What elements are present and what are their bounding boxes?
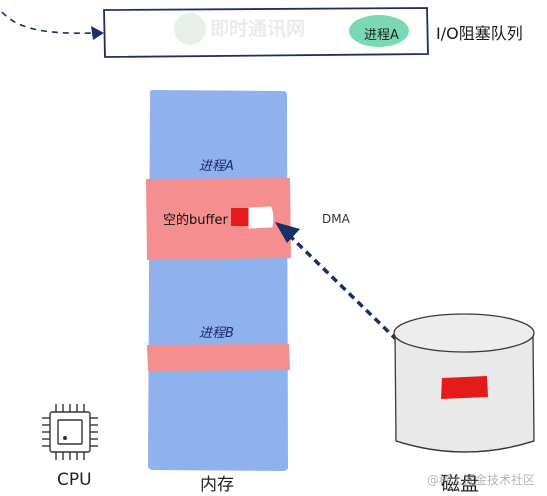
queue-process-a-label: 进程A <box>364 28 399 43</box>
disk-data-block <box>441 376 488 399</box>
disk-top <box>393 313 535 353</box>
dma-arrow <box>288 234 442 384</box>
incoming-arrow-head <box>91 26 104 40</box>
disk-bottom-edge <box>395 440 535 453</box>
dma-label: DMA <box>322 212 350 226</box>
memory-process-b-label: 进程B <box>199 326 234 341</box>
watermark-logo-icon <box>174 13 206 45</box>
memory-process-b-region <box>147 344 290 371</box>
buffer-data-block <box>231 208 250 226</box>
watermark-bottom: @稀土掘金技术社区 <box>427 473 536 487</box>
memory-label: 内存 <box>200 475 234 495</box>
memory-process-a-region <box>146 178 291 260</box>
cpu-label: CPU <box>57 470 92 490</box>
memory-process-a-label: 进程A <box>199 159 234 174</box>
io-blocking-queue-label: I/O阻塞队列 <box>436 24 523 43</box>
memory-column <box>148 90 288 471</box>
buffer-empty-slot <box>248 206 274 229</box>
empty-buffer-label: 空的buffer <box>163 213 228 228</box>
cpu-chip-icon <box>42 404 98 460</box>
disk-label: 磁盘 <box>441 473 480 495</box>
incoming-dashed-arrow <box>1 11 97 34</box>
watermark-top: 即时通讯网 <box>210 18 306 40</box>
queue-process-a-badge <box>349 15 409 47</box>
dma-arrow-head <box>275 222 300 243</box>
